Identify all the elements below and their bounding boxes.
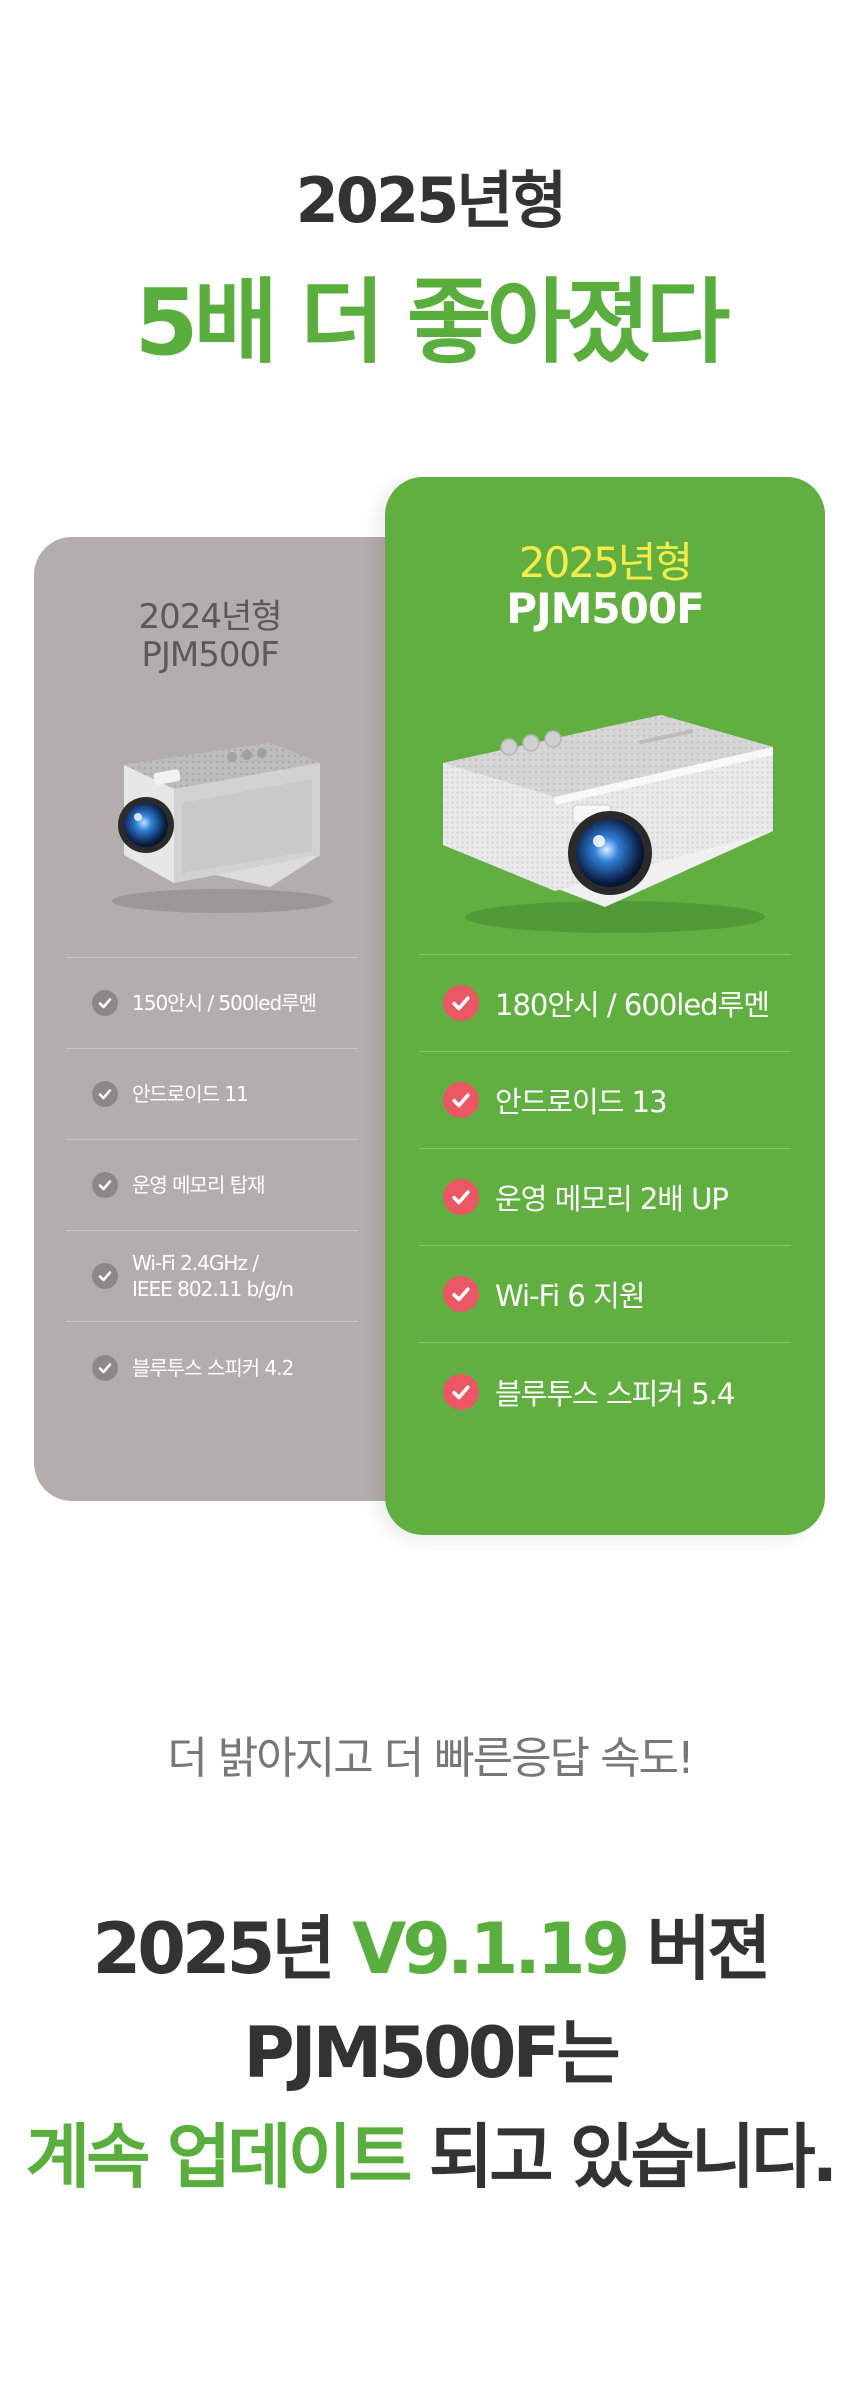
- check-circle-red-icon: [443, 1179, 479, 1215]
- old-feature-item: 블루투스 스피커 4.2: [66, 1322, 358, 1413]
- old-model-year: 2024년형: [138, 597, 282, 637]
- new-feature-text: Wi-Fi 6 지원: [495, 1279, 645, 1313]
- new-feature-item: 운영 메모리 2배 UP: [419, 1149, 791, 1246]
- old-feature-text: 운영 메모리 탑재: [132, 1173, 266, 1197]
- new-feature-item: 180안시 / 600led루멘: [419, 955, 791, 1052]
- check-circle-gray-icon: [92, 990, 118, 1016]
- check-circle-red-icon: [443, 1082, 479, 1118]
- check-circle-red-icon: [443, 1373, 479, 1410]
- old-model-card: 2024년형 PJM500F: [34, 537, 454, 1501]
- new-feature-item: Wi-Fi 6 지원: [419, 1246, 791, 1343]
- check-circle-gray-icon: [92, 1354, 118, 1381]
- old-model-name: PJM500F: [141, 635, 279, 675]
- new-projector-image: [443, 715, 773, 933]
- old-feature-item: 운영 메모리 탑재: [66, 1140, 358, 1231]
- update-line-1: 2025년 V9.1.19 버젼: [0, 1897, 860, 2001]
- new-feature-text: 운영 메모리 2배 UP: [495, 1182, 729, 1216]
- new-feature-list: 180안시 / 600led루멘 안드로이드 13 운영 메모리 2배 UP W…: [419, 954, 791, 1440]
- new-feature-text: 블루투스 스피커 5.4: [495, 1376, 735, 1411]
- old-projector-image: [112, 743, 332, 913]
- new-model-name: PJM500F: [506, 584, 705, 633]
- old-feature-item: Wi-Fi 2.4GHz / IEEE 802.11 b/g/n: [66, 1231, 358, 1322]
- check-circle-gray-icon: [92, 1081, 118, 1107]
- headline-year: 2025년형: [295, 164, 568, 237]
- new-feature-item: 블루투스 스피커 5.4: [419, 1343, 791, 1440]
- headline-main: 5배 더 좋아졌다: [134, 269, 731, 376]
- old-feature-text: Wi-Fi 2.4GHz / IEEE 802.11 b/g/n: [132, 1251, 294, 1301]
- new-model-card: 2025년형 PJM500F: [385, 477, 825, 1535]
- new-model-year: 2025년형: [518, 538, 693, 587]
- check-circle-red-icon: [443, 1276, 479, 1312]
- check-circle-gray-icon: [92, 1263, 118, 1289]
- update-highlight: 계속 업데이트: [25, 2116, 413, 2198]
- old-feature-text: 안드로이드 11: [132, 1082, 249, 1106]
- update-year-text: 2025년: [92, 1908, 353, 1990]
- old-feature-list: 150안시 / 500led루멘 안드로이드 11 운영 메모리 탑재 Wi-F…: [66, 957, 358, 1413]
- update-notice: 2025년 V9.1.19 버젼 PJM500F는 계속 업데이트 되고 있습니…: [0, 1897, 860, 2209]
- update-version: V9.1.19: [352, 1908, 630, 1990]
- update-line-2: PJM500F는: [243, 2012, 620, 2094]
- check-circle-gray-icon: [92, 1172, 118, 1198]
- update-version-suffix: 버젼: [626, 1908, 772, 1990]
- update-line-3: 계속 업데이트 되고 있습니다.: [0, 2105, 860, 2209]
- old-feature-item: 안드로이드 11: [66, 1049, 358, 1140]
- tagline: 더 밝아지고 더 빠른응답 속도!: [167, 1733, 694, 1784]
- new-feature-item: 안드로이드 13: [419, 1052, 791, 1149]
- update-line-3-suffix: 되고 있습니다.: [408, 2116, 838, 2198]
- new-feature-text: 180안시 / 600led루멘: [495, 988, 770, 1022]
- new-feature-text: 안드로이드 13: [495, 1085, 668, 1119]
- old-feature-item: 150안시 / 500led루멘: [66, 958, 358, 1049]
- check-circle-red-icon: [443, 985, 479, 1021]
- old-feature-text: 150안시 / 500led루멘: [132, 991, 317, 1015]
- old-feature-text: 블루투스 스피커 4.2: [132, 1355, 294, 1380]
